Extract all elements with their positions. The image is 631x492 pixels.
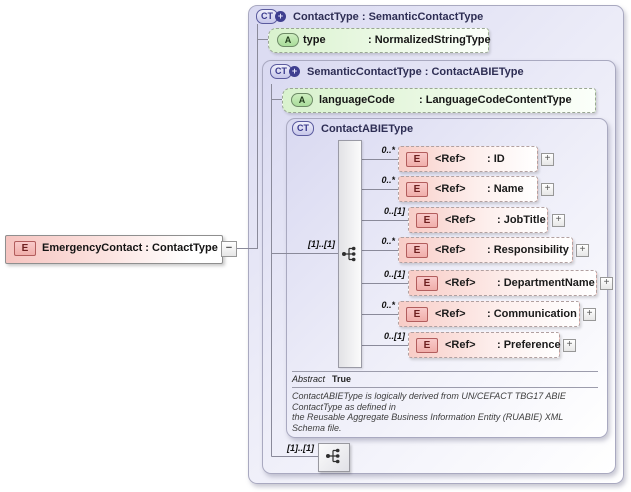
ct-glyph: CT <box>292 121 314 136</box>
element-ref-communication[interactable]: E <Ref> : Communication <box>398 301 580 327</box>
expand-button[interactable]: + <box>583 308 596 321</box>
occurrence-label: 0..[1] <box>383 331 405 341</box>
occurrence-label: 0..[1] <box>383 269 405 279</box>
occurrence-label: 0..* <box>381 145 395 155</box>
attribute-type: : NormalizedStringType <box>368 34 491 46</box>
element-name: : Communication <box>487 308 577 320</box>
occurrence-label: 0..* <box>381 300 395 310</box>
header-title: ContactType : SemanticContactType <box>293 10 484 23</box>
ref-label: <Ref> <box>445 214 476 226</box>
ref-label: <Ref> <box>445 339 476 351</box>
ref-label: <Ref> <box>435 153 466 165</box>
sequence-compositor-bar <box>338 140 362 368</box>
header-contacttype[interactable]: CT + ContactType : SemanticContactType <box>256 9 483 24</box>
complextype-icon: CT + <box>256 9 286 24</box>
abstract-value: True <box>332 374 352 384</box>
divider <box>292 387 598 388</box>
ref-label: <Ref> <box>435 244 466 256</box>
attribute-name: languageCode <box>319 94 395 106</box>
occurrence-label-sequence: [1]..[1] <box>308 239 335 249</box>
element-ref-name[interactable]: E <Ref> : Name <box>398 176 538 202</box>
ref-label: <Ref> <box>435 183 466 195</box>
element-node-emergencycontact[interactable]: E EmergencyContact : ContactType <box>5 235 223 264</box>
sequence-icon <box>326 448 340 464</box>
ref-label: <Ref> <box>445 277 476 289</box>
collapse-button[interactable]: − <box>221 241 237 257</box>
element-name: : Preference <box>497 339 561 351</box>
element-icon: E <box>416 213 438 228</box>
expand-button[interactable]: + <box>541 153 554 166</box>
ref-label: <Ref> <box>435 308 466 320</box>
attribute-name: type <box>303 34 326 46</box>
attribute-icon: A <box>291 93 313 107</box>
element-ref-id[interactable]: E <Ref> : ID <box>398 146 538 172</box>
element-icon: E <box>416 276 438 291</box>
attribute-node-type[interactable]: A type : NormalizedStringType <box>268 28 491 53</box>
abstract-label: Abstract <box>292 374 326 384</box>
derived-plus-icon: + <box>275 11 286 22</box>
element-name: : Responsibility <box>487 244 569 256</box>
element-label: EmergencyContact : ContactType <box>42 242 218 254</box>
expand-button[interactable]: + <box>600 277 613 290</box>
occurrence-label: 0..* <box>381 175 395 185</box>
complextype-icon: CT <box>292 121 314 136</box>
expand-button[interactable]: + <box>563 339 576 352</box>
header-title: ContactABIEType <box>321 122 414 135</box>
element-name: : ID <box>487 153 505 165</box>
attribute-node-languagecode[interactable]: A languageCode : LanguageCodeContentType <box>282 88 596 113</box>
annotation-text: ContactABIEType is logically derived fro… <box>292 391 566 433</box>
element-name: : Name <box>487 183 524 195</box>
divider <box>292 371 598 372</box>
occurrence-label-bottom-sequence: [1]..[1] <box>287 443 314 453</box>
sequence-compositor-box <box>318 443 350 472</box>
element-name: : JobTitle <box>497 214 546 226</box>
element-icon: E <box>416 338 438 353</box>
element-ref-preference[interactable]: E <Ref> : Preference <box>408 332 561 358</box>
element-icon: E <box>406 182 428 197</box>
derived-plus-icon: + <box>289 66 300 77</box>
element-name: : DepartmentName <box>497 277 595 289</box>
expand-button[interactable]: + <box>552 214 565 227</box>
attribute-type: : LanguageCodeContentType <box>419 94 572 106</box>
element-icon: E <box>406 243 428 258</box>
occurrence-label: 0..* <box>381 236 395 246</box>
occurrence-label: 0..[1] <box>383 206 405 216</box>
element-ref-responsibility[interactable]: E <Ref> : Responsibility <box>398 237 573 263</box>
expand-button[interactable]: + <box>576 244 589 257</box>
element-icon: E <box>406 307 428 322</box>
header-semanticcontacttype[interactable]: CT + SemanticContactType : ContactABIETy… <box>270 64 524 79</box>
element-ref-jobtitle[interactable]: E <Ref> : JobTitle <box>408 207 548 233</box>
complextype-icon: CT + <box>270 64 300 79</box>
header-contactabietype[interactable]: CT ContactABIEType <box>292 121 413 136</box>
attribute-icon: A <box>277 33 299 47</box>
element-icon: E <box>406 152 428 167</box>
element-icon: E <box>14 241 36 256</box>
element-ref-departmentname[interactable]: E <Ref> : DepartmentName <box>408 270 597 296</box>
expand-button[interactable]: + <box>541 183 554 196</box>
header-title: SemanticContactType : ContactABIEType <box>307 65 524 78</box>
sequence-icon <box>342 246 356 262</box>
